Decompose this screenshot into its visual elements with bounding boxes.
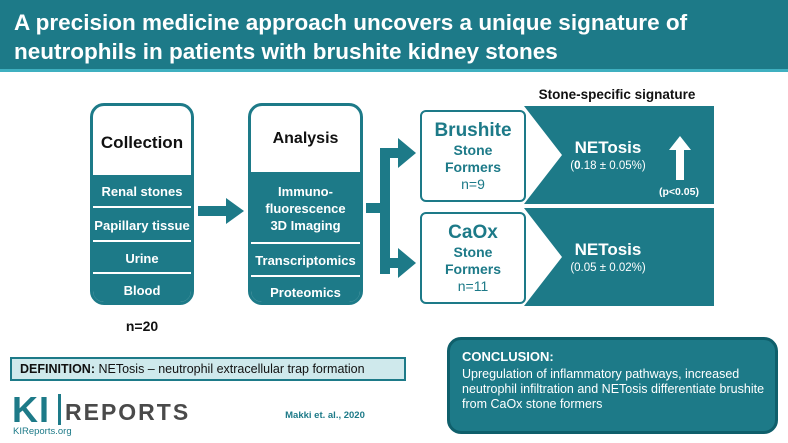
caox-n: n=11 [457,278,489,294]
citation: Makki et. al., 2020 [285,410,365,421]
conclusion-box: CONCLUSION: Upregulation of inflammatory… [447,337,778,434]
caox-stone-label: Stone [453,244,493,260]
brushite-netosis-title: NETosis [574,138,642,157]
up-arrow-icon [669,136,691,180]
brushite-value-prefix: ( [570,160,575,172]
definition-text: NETosis – neutrophil extracellular trap … [95,362,365,376]
brushite-result-chevron [524,106,714,204]
analysis-item-transcriptomics: Transcriptomics [251,242,360,277]
analysis-item-proteomics: Proteomics [251,275,360,302]
collection-heading: Collection [100,133,184,152]
definition-box: DEFINITION: NETosis – neutrophil extrace… [10,357,406,381]
brushite-n: n=9 [461,176,485,192]
caox-formers-label: Formers [444,261,502,277]
brushite-value-rest: .18 ± 0.05%) [580,160,646,172]
logo-reports: REPORTS [65,399,191,425]
conclusion-text: Upregulation of inflammatory pathways, i… [462,367,765,411]
sample-size: n=20 [125,318,159,334]
conclusion-heading: CONCLUSION: [462,349,554,364]
collection-item-renal-stones: Renal stones [93,173,191,208]
brushite-stone-label: Stone [453,142,493,158]
caox-result-chevron [524,208,714,306]
caox-group-box: CaOx Stone Formers n=11 [420,212,526,304]
analysis-heading: Analysis [272,130,339,147]
branch-arrows [366,138,416,278]
analysis-item-immunofluorescence: Immuno- fluorescence 3D Imaging [251,170,360,244]
analysis-column: Analysis Immuno- fluorescence 3D Imaging… [248,103,363,305]
caox-netosis-value: (0.05 ± 0.02%) [570,262,646,274]
collection-item-papillary-tissue: Papillary tissue [93,206,191,242]
brushite-pvalue: (p<0.05) [659,186,699,198]
definition-label: DEFINITION: [20,362,95,376]
header-banner [0,0,788,72]
brushite-formers-label: Formers [444,159,502,175]
arrow-right-icon [198,198,244,224]
collection-item-blood: Blood [93,272,191,302]
page-title: A precision medicine approach uncovers a… [14,10,688,64]
brushite-value-bold: 0 [574,160,581,172]
logo-url: KIReports.org [13,426,72,437]
brushite-group-box: Brushite Stone Formers n=9 [420,110,526,202]
logo-ki: KI [12,389,50,430]
caox-label: CaOx [448,222,498,243]
ki-reports-logo: KI REPORTS KIReports.org [12,392,192,438]
brushite-netosis-value: (0.18 ± 0.05%) [548,160,668,172]
logo-divider [58,394,61,425]
signature-heading: Stone-specific signature [538,87,696,102]
brushite-label: Brushite [434,120,512,141]
caox-netosis-title: NETosis [574,240,642,259]
collection-column: Collection Renal stones Papillary tissue… [90,103,194,305]
collection-item-urine: Urine [93,240,191,274]
